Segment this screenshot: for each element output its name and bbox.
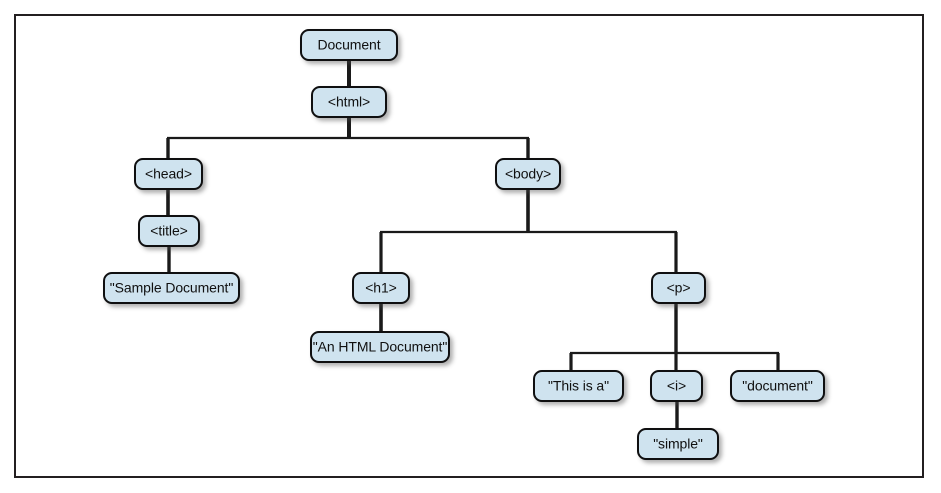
node-body[interactable]: <body> [495,158,561,190]
node-h1-text[interactable]: "An HTML Document" [310,331,450,363]
node-i-label: <i> [666,377,687,394]
node-title-label: <title> [150,222,188,239]
node-document-label: Document [317,36,381,53]
node-i-text-label: "simple" [653,435,703,452]
node-head-label: <head> [145,165,192,182]
node-head[interactable]: <head> [134,158,203,190]
node-h1-text-label: "An HTML Document" [312,338,448,355]
node-body-label: <body> [504,165,552,182]
node-p-text-1[interactable]: "This is a" [533,370,624,402]
node-p-text-1-label: "This is a" [548,377,609,394]
node-title[interactable]: <title> [138,215,200,247]
node-h1[interactable]: <h1> [352,272,410,304]
node-document[interactable]: Document [300,29,398,61]
node-p-label: <p> [666,279,691,296]
node-h1-label: <h1> [365,279,397,296]
node-i-text[interactable]: "simple" [637,428,719,460]
node-html-label: <html> [327,93,371,110]
node-p-text-2[interactable]: "document" [730,370,825,402]
node-title-text-label: "Sample Document" [109,279,234,296]
node-title-text[interactable]: "Sample Document" [103,272,240,304]
node-p[interactable]: <p> [651,272,706,304]
node-p-text-2-label: "document" [742,377,813,394]
node-i[interactable]: <i> [650,370,703,402]
node-html[interactable]: <html> [311,86,387,118]
